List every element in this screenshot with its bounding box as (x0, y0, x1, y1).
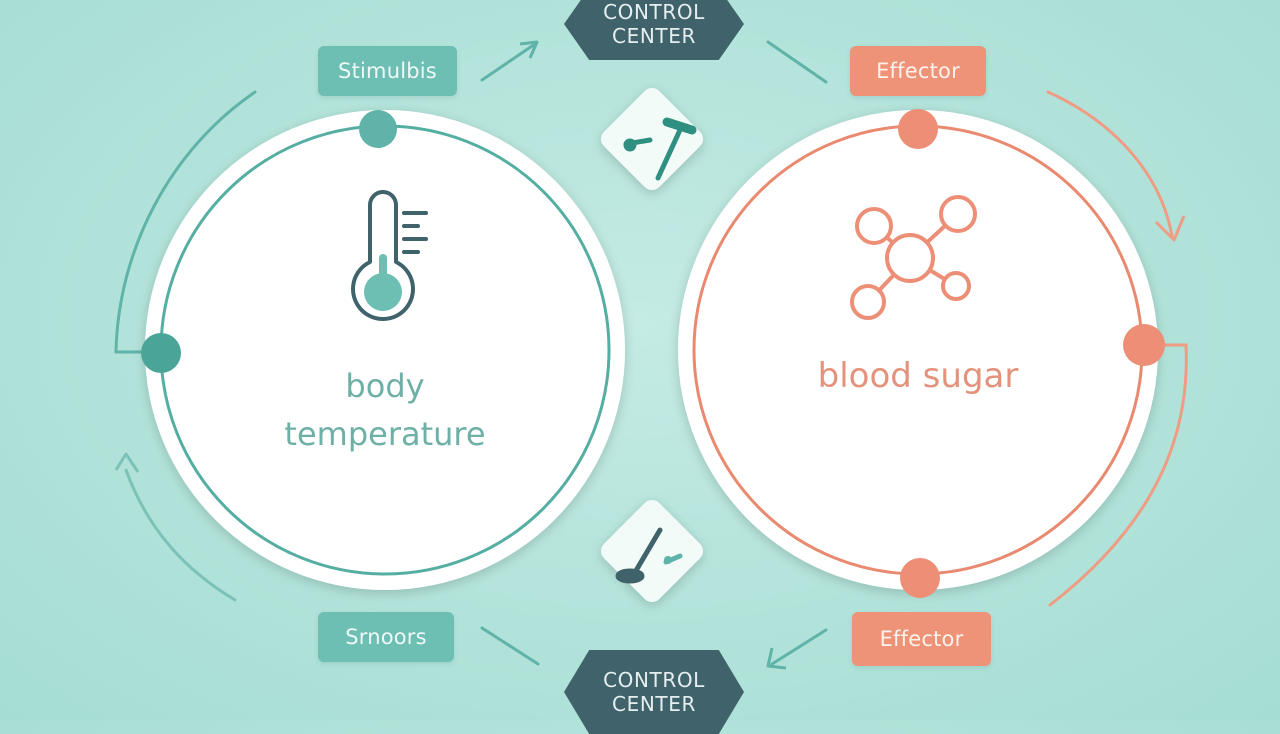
body-temperature-line1: body (345, 367, 425, 405)
left-top-node-dot (359, 110, 397, 148)
control-center-bottom-line2: CENTER (612, 692, 696, 716)
sensors-label: Srnoors (318, 612, 454, 662)
sensors-to-control-line (480, 626, 540, 666)
left-side-node-dot (141, 333, 181, 373)
effector-top-label: Effector (850, 46, 986, 96)
stimulus-arrowhead (519, 40, 539, 59)
control-center-bottom-line1: CONTROL (603, 668, 705, 692)
right-top-node-dot (898, 109, 938, 149)
effector-bottom-label: Effector (852, 612, 991, 666)
molecule-icon (850, 195, 977, 320)
bottom-diamond (600, 499, 704, 603)
body-temperature-circle (145, 110, 625, 590)
effector-bottom-arrowhead (766, 647, 787, 670)
left-lower-arrowhead (114, 452, 140, 473)
thermometer-icon (351, 190, 428, 322)
tools-icon (615, 527, 683, 584)
blood-sugar-circle (678, 110, 1158, 590)
hammer-icon (623, 117, 697, 181)
stimulus-label: Stimulbis (318, 46, 457, 96)
control-to-effector-line (766, 40, 828, 84)
right-upper-arrowhead (1154, 215, 1186, 242)
right-bottom-node-dot (900, 558, 940, 598)
control-center-bottom: CONTROL CENTER (564, 650, 744, 734)
body-temperature-line2: temperature (284, 415, 486, 453)
control-center-top: CONTROL CENTER (564, 0, 744, 60)
left-outer-arc (114, 90, 257, 354)
right-connector-line (1048, 343, 1188, 607)
right-side-node-dot (1123, 324, 1165, 366)
effector-to-control-arrow (770, 628, 828, 666)
control-center-top-line2: CENTER (612, 24, 696, 48)
left-lower-arc (124, 468, 237, 602)
body-temperature-label: body temperature (235, 362, 535, 458)
stimulus-to-control-arrow (480, 42, 537, 82)
right-upper-arc (1046, 90, 1174, 238)
control-center-top-line1: CONTROL (603, 0, 705, 24)
blood-sugar-label: blood sugar (817, 356, 1019, 396)
